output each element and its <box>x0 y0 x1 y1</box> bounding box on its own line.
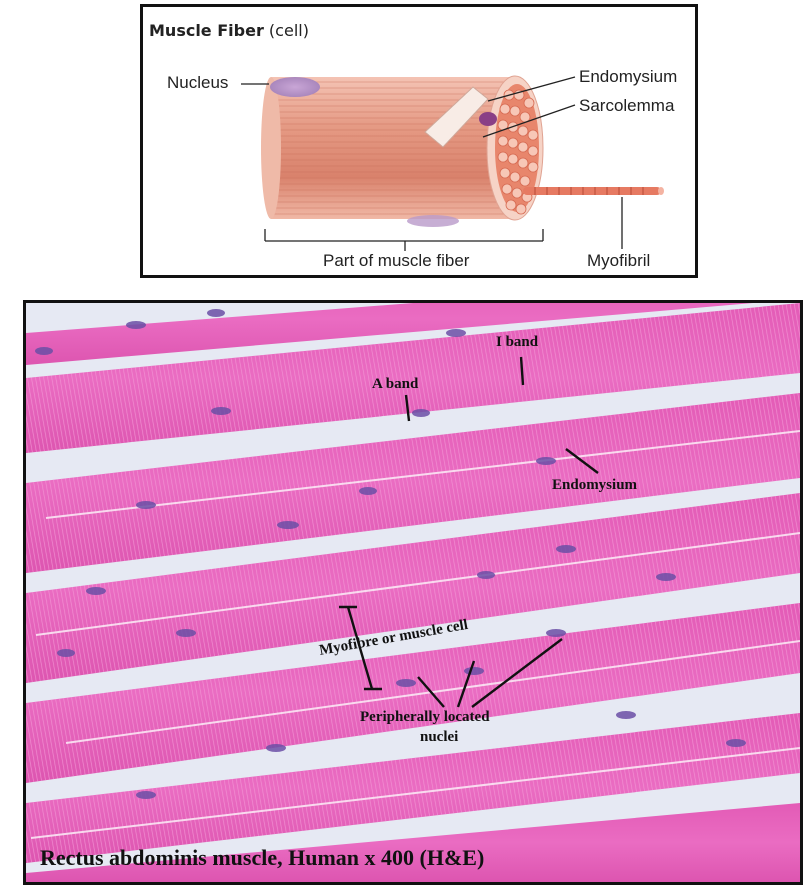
leader-lines <box>241 76 623 251</box>
micrograph-image <box>26 303 800 882</box>
histology-micrograph: I band A band Endomysium Myofibre or mus… <box>23 300 803 885</box>
nucleus-shape <box>270 77 320 97</box>
label-endomysium: Endomysium <box>579 67 678 86</box>
muscle-fibers <box>26 303 800 882</box>
label-peripheral-nuclei-line1: Peripherally located <box>360 709 490 725</box>
label-i-band: I band <box>496 334 539 350</box>
label-endomysium-micrograph: Endomysium <box>552 477 638 493</box>
label-myofibril: Myofibril <box>587 251 651 270</box>
muscle-fiber-illustration <box>241 75 664 251</box>
cut-nucleus <box>479 112 497 126</box>
annotation-lines <box>339 356 599 708</box>
fiber-cut-end <box>486 75 544 221</box>
nucleus-bottom-shape <box>407 215 459 227</box>
diagram-title-suffix: (cell) <box>263 21 309 40</box>
micrograph-caption: Rectus abdominis muscle, Human x 400 (H&… <box>40 845 485 870</box>
myofibril-strand <box>523 187 664 195</box>
label-part-of-muscle-fiber: Part of muscle fiber <box>323 251 470 270</box>
label-nucleus: Nucleus <box>167 73 229 92</box>
diagram-title-bold: Muscle Fiber <box>149 21 264 40</box>
label-a-band: A band <box>372 376 419 392</box>
fiber-highlights <box>30 430 800 839</box>
label-peripheral-nuclei-line2: nuclei <box>420 729 459 745</box>
diagram-title: Muscle Fiber (cell) <box>149 21 309 40</box>
sarcolemma-flap <box>424 86 489 148</box>
muscle-fiber-diagram: Muscle Fiber (cell) Nucleus Endomysium S… <box>140 4 698 278</box>
label-sarcolemma: Sarcolemma <box>579 96 675 115</box>
